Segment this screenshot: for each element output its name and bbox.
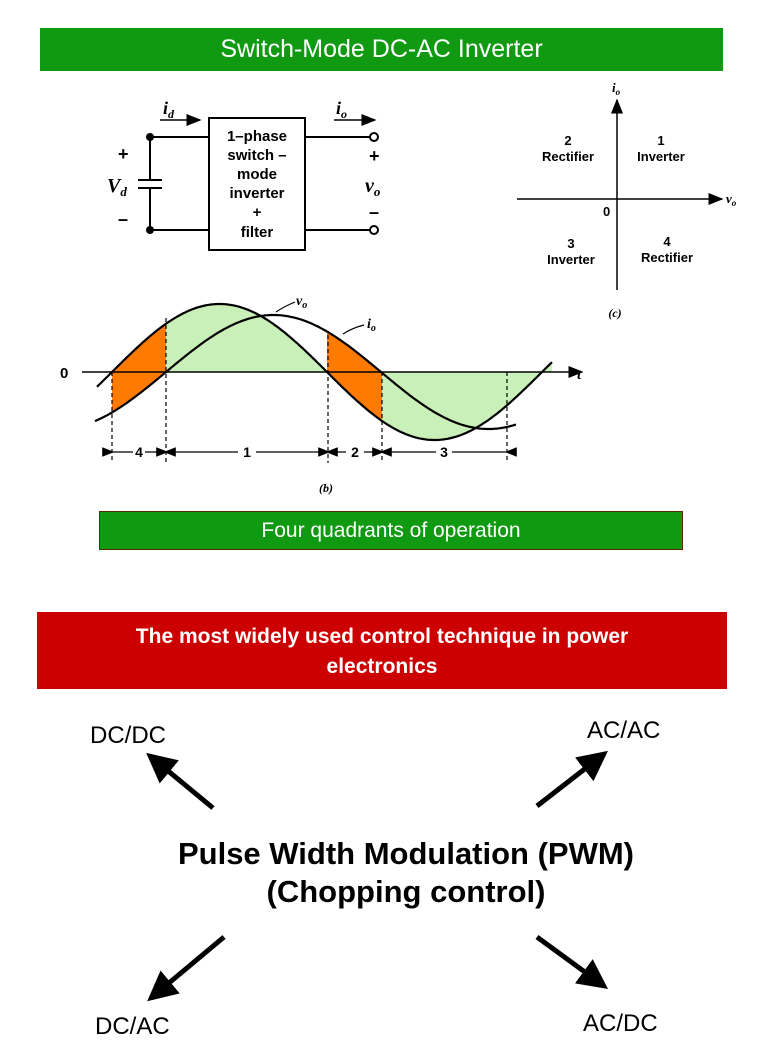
vo-plus: +	[369, 146, 380, 166]
io-curve	[94, 313, 517, 431]
voltage-out-label: vo	[365, 175, 381, 199]
four-quadrants-caption: Four quadrants of operation	[99, 511, 683, 550]
q2-number: 2	[564, 133, 571, 148]
q3-label: Inverter	[547, 252, 595, 267]
vo-minus: –	[369, 202, 379, 222]
target-dc-dc: DC/DC	[90, 722, 166, 749]
node-bottom	[146, 226, 154, 234]
inverter-circuit: id io + – Vd + – vo 1–phase switch – mod…	[107, 98, 381, 251]
time-axis-label: t	[577, 367, 582, 383]
interval-label-4: 4	[135, 444, 143, 460]
block-line-1: 1–phase	[227, 128, 287, 145]
control-technique-banner: The most widely used control technique i…	[37, 612, 727, 689]
terminal-bottom	[369, 225, 379, 235]
q2-label: Rectifier	[542, 149, 594, 164]
pwm-arrows	[146, 750, 609, 1002]
block-line-5: +	[253, 204, 262, 221]
q4-label: Rectifier	[641, 250, 693, 265]
interval-label-1: 1	[243, 444, 251, 460]
banner-line-2: electronics	[326, 655, 438, 678]
inverter-block	[208, 117, 306, 251]
page-title-banner: Switch-Mode DC-AC Inverter	[40, 28, 723, 71]
banner-line-1: The most widely used control technique i…	[135, 625, 629, 648]
current-out-label: io	[336, 98, 347, 121]
interval-label-3: 3	[440, 444, 448, 460]
quadrant-caption: (c)	[608, 306, 621, 320]
vo-curve-label: vo	[296, 294, 307, 311]
block-line-6: filter	[241, 224, 274, 241]
arrow-to-dcdc	[146, 752, 215, 810]
terminal-top	[369, 132, 379, 142]
waveform-caption: (b)	[319, 481, 333, 495]
vd-plus: +	[118, 144, 129, 164]
four-quadrants-text: Four quadrants of operation	[261, 518, 521, 542]
waveform-origin: 0	[60, 365, 68, 382]
arrow-to-acdc	[535, 934, 609, 989]
arrow-to-acac	[535, 750, 608, 808]
vo-leader	[275, 301, 296, 313]
target-ac-ac: AC/AC	[587, 717, 661, 744]
q1-label: Inverter	[637, 149, 685, 164]
block-line-2: switch –	[227, 147, 286, 164]
q3-number: 3	[567, 236, 574, 251]
io-leader	[342, 324, 365, 335]
target-dc-ac: DC/AC	[95, 1013, 170, 1040]
block-line-3: mode	[237, 166, 277, 183]
q1-number: 1	[657, 133, 664, 148]
io-axis-label: io	[612, 80, 621, 97]
interval-dashes	[111, 318, 508, 463]
vo-axis-label: vo	[726, 191, 737, 208]
block-line-4: inverter	[229, 185, 284, 202]
orange-region-4	[112, 323, 166, 413]
pwm-subtitle: (Chopping control)	[266, 874, 546, 909]
target-ac-dc: AC/DC	[583, 1010, 658, 1037]
node-top	[146, 133, 154, 141]
quadrant-diagram: io vo 0 2 Rectifier 1 Inverter 3 Inverte…	[517, 80, 737, 320]
page-title: Switch-Mode DC-AC Inverter	[220, 35, 543, 63]
current-in-label: id	[163, 98, 175, 121]
io-curve-label: io	[367, 317, 376, 334]
interval-label-2: 2	[351, 444, 359, 460]
waveform-diagram: 0 t vo io 4 1 2 3 (b)	[60, 294, 584, 495]
voltage-in-label: Vd	[107, 175, 127, 199]
arrow-to-dcac	[147, 935, 226, 1002]
q4-number: 4	[663, 234, 671, 249]
inverter-block-text: 1–phase switch – mode inverter + filter	[227, 128, 287, 241]
vd-minus: –	[118, 209, 128, 229]
orange-region-2	[327, 331, 382, 421]
quadrant-origin: 0	[603, 204, 610, 219]
pwm-title: Pulse Width Modulation (PWM)	[177, 836, 635, 871]
